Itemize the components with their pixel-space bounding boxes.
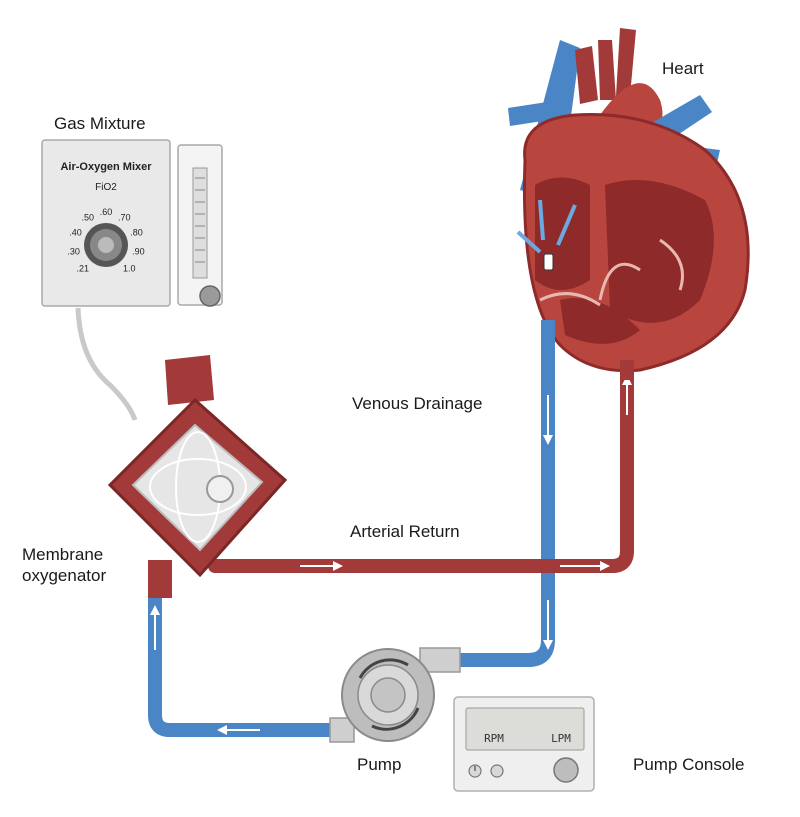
dial-marks: .21 .30 .40 .50 .60 .70 .80 .90 1.0 — [67, 207, 144, 273]
lpm-label: LPM — [551, 732, 571, 745]
dial-mark: .50 — [81, 213, 94, 223]
venous-tubing — [148, 333, 555, 737]
membrane-oxygenator-label-line2: oxygenator — [22, 566, 106, 585]
air-oxygen-mixer: Air-Oxygen Mixer FiO2 .21 .30 .40 .50 .60 .70… — [41, 139, 223, 307]
dial-mark: .90 — [132, 246, 145, 256]
venous-drainage-label: Venous Drainage — [352, 394, 482, 413]
mixer-title: Air-Oxygen Mixer — [60, 161, 152, 173]
arterial-return-label: Arterial Return — [350, 522, 460, 541]
membrane-oxygenator-label-line1: Membrane — [22, 545, 103, 564]
rpm-label: RPM — [484, 732, 504, 745]
membrane-oxygenator — [107, 355, 288, 598]
arterial-tubing — [208, 365, 634, 573]
dial-mark: .30 — [67, 246, 80, 256]
dial-mark: 1.0 — [123, 263, 136, 273]
gas-hose — [75, 307, 138, 421]
pump-console-label: Pump Console — [633, 755, 745, 774]
dial-mark: .40 — [69, 227, 82, 237]
flowmeter-knob-icon — [199, 285, 221, 307]
console-knob[interactable] — [553, 757, 579, 783]
heart-label: Heart — [662, 59, 704, 78]
console-display — [465, 707, 585, 751]
dial-mark: .80 — [130, 227, 143, 237]
lock-icon[interactable] — [490, 764, 504, 778]
dial-mark: .60 — [100, 207, 113, 217]
pump-label: Pump — [357, 755, 401, 774]
dial-mark: .21 — [76, 263, 89, 273]
dial-mark: .70 — [118, 213, 131, 223]
heart-illustration — [508, 28, 750, 380]
centrifugal-pump — [329, 647, 461, 743]
mixer-subtitle: FiO2 — [95, 182, 117, 193]
gas-mixture-label: Gas Mixture — [54, 114, 146, 133]
pump-console: RPM LPM — [453, 696, 595, 792]
